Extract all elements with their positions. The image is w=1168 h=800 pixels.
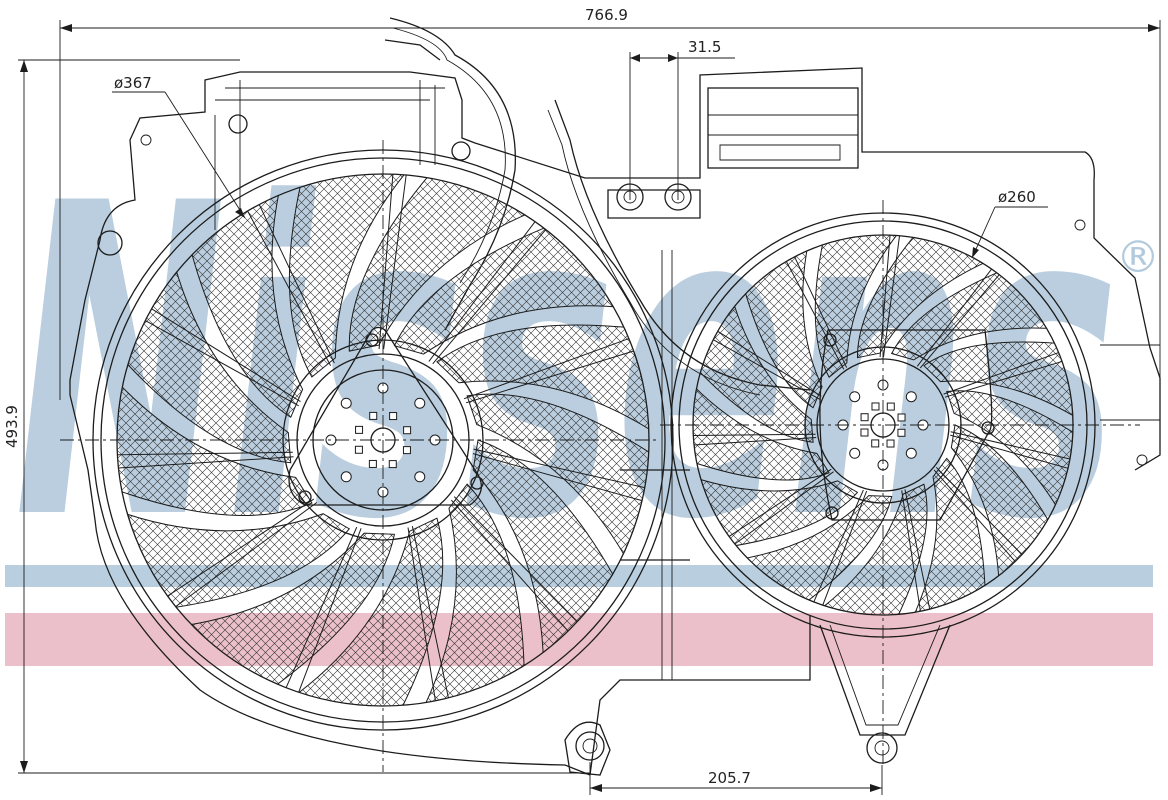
center-lines: [60, 140, 1140, 772]
hub-slot: [368, 459, 377, 468]
dimension-large-fan-diameter: ø367: [112, 74, 246, 219]
dimension-mount-spacing-bottom: 205.7: [589, 762, 883, 795]
fan-strut: [950, 431, 1071, 469]
fan-strut: [428, 221, 547, 365]
hub-slot: [369, 411, 378, 420]
small-fan: [670, 212, 1096, 638]
dimension-overall-height: 493.9: [3, 59, 590, 774]
fan-strut: [712, 330, 822, 400]
hub-slot: [860, 413, 869, 422]
hub-slot: [871, 439, 880, 448]
large-fan-hub-holes: [325, 382, 441, 498]
mount-spacing-bottom-label: 205.7: [708, 769, 751, 787]
hub-hole: [905, 391, 917, 403]
dimension-mount-spacing-top: 31.5: [629, 38, 735, 200]
fan-strut: [407, 526, 449, 701]
fan-strut: [916, 268, 1000, 369]
overall-height-label: 493.9: [3, 405, 21, 448]
fan-strut: [785, 256, 848, 370]
dimension-small-fan-diameter: ø260: [971, 188, 1048, 259]
fan-strut: [472, 448, 645, 502]
overall-width-label: 766.9: [585, 6, 628, 24]
fan-strut: [285, 526, 362, 693]
fan-strut: [813, 489, 868, 606]
hub-slot: [402, 446, 411, 455]
watermark-registered-symbol: ®: [1116, 232, 1160, 283]
hub-hole: [414, 471, 426, 483]
fan-strut: [167, 498, 318, 607]
fan-strut: [450, 496, 578, 632]
large-fan-struts: [117, 174, 645, 701]
watermark-band-pink: [5, 613, 1153, 666]
fan-strut: [943, 352, 1063, 398]
fan-strut: [247, 204, 335, 366]
small-fan-diameter-label: ø260: [998, 188, 1036, 206]
hub-slot: [871, 402, 880, 411]
large-fan-diameter-label: ø367: [114, 74, 152, 92]
fan-blade: [693, 379, 830, 481]
fan-strut: [378, 174, 407, 350]
hub-slot: [860, 428, 869, 437]
hub-hole: [340, 397, 352, 409]
hub-slot: [403, 426, 412, 435]
fan-strut: [145, 308, 301, 407]
fan-strut: [463, 338, 634, 404]
large-fan-blades: [117, 174, 649, 706]
fan-strut: [728, 468, 834, 545]
fan-blade: [288, 174, 413, 378]
fan-strut: [901, 489, 931, 612]
hub-hole: [849, 447, 861, 459]
fan-blade: [117, 377, 313, 516]
mount-spacing-top-label: 31.5: [688, 38, 721, 56]
dimension-overall-width: 766.9: [59, 6, 1161, 400]
small-fan-struts: [693, 235, 1071, 612]
hub-slot: [355, 425, 364, 434]
large-fan: [92, 149, 674, 731]
hub-slot: [886, 402, 895, 411]
hub-slot: [389, 412, 398, 421]
fan-blade: [814, 235, 905, 379]
hub-slot: [886, 439, 895, 448]
fan-strut: [879, 235, 901, 358]
hub-slot: [897, 413, 906, 422]
hub-slot: [388, 460, 397, 469]
fan-blade: [909, 457, 986, 615]
fan-strut: [933, 466, 1023, 562]
fan-strut: [693, 433, 817, 446]
fan-strut: [117, 451, 294, 469]
fan-blade: [436, 324, 649, 437]
shroud-frame: [69, 17, 1161, 776]
hub-hole: [414, 397, 426, 409]
hub-slot: [897, 428, 906, 437]
hub-hole: [849, 391, 861, 403]
hub-hole: [905, 447, 917, 459]
hub-hole: [340, 471, 352, 483]
hub-slot: [354, 445, 363, 454]
